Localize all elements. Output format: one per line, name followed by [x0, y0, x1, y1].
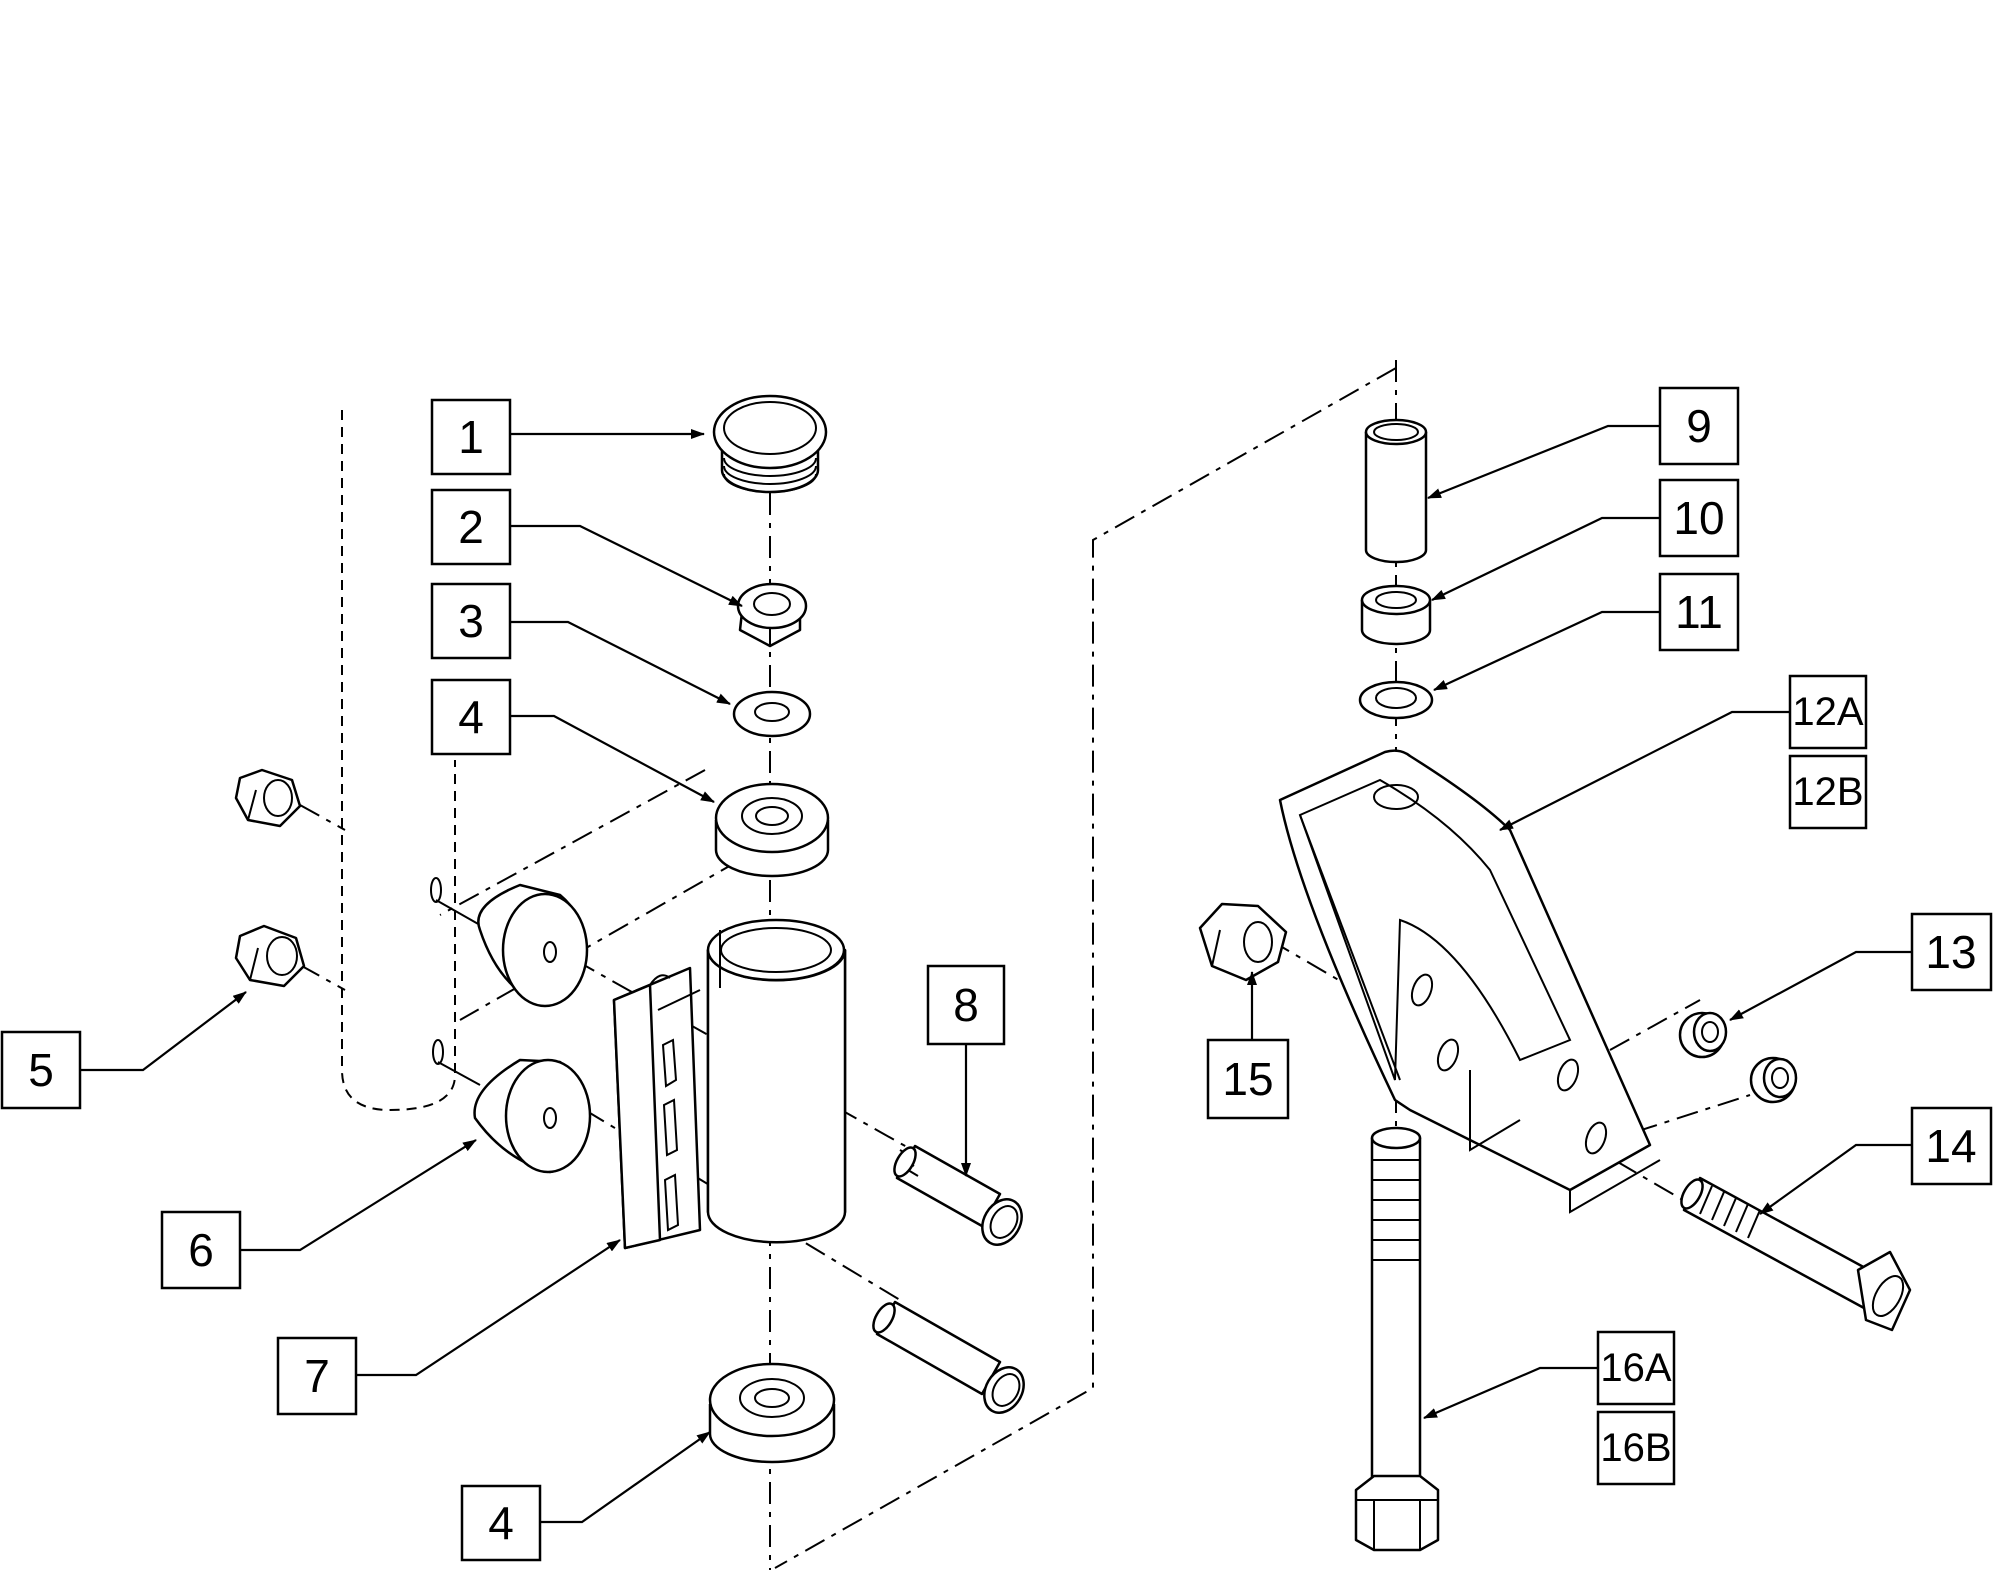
callout-3-label: 3: [458, 595, 484, 647]
callout-10: 10: [1658, 478, 1740, 558]
cotter-pin-upper: [430, 877, 481, 926]
cotter-pin-lower: [432, 1039, 481, 1086]
callout-8: 8: [926, 964, 1006, 1046]
callout-4-bottom-label: 4: [488, 1497, 514, 1549]
long-bolt-part: [1354, 1126, 1440, 1552]
hex-nut-right-part: [1198, 902, 1288, 982]
washer-part: [732, 690, 812, 738]
callout-12a: 12A: [1788, 674, 1868, 750]
callout-16b: 16B: [1596, 1410, 1676, 1486]
callout-16a: 16A: [1596, 1330, 1676, 1406]
callout-5-label: 5: [28, 1044, 54, 1096]
fork-bracket-part: [1278, 749, 1661, 1214]
callout-16b-label: 16B: [1600, 1426, 1671, 1470]
callout-8-label: 8: [953, 979, 979, 1031]
callout-11: 11: [1658, 572, 1740, 652]
callout-16a-label: 16A: [1600, 1346, 1671, 1390]
hex-nut-lower-part: [234, 924, 306, 988]
callout-6-label: 6: [188, 1224, 214, 1276]
callout-2-label: 2: [458, 501, 484, 553]
callout-9-label: 9: [1686, 400, 1712, 452]
shoulder-bolt-lower-part: [872, 1300, 1025, 1414]
callout-3: 3: [430, 582, 512, 660]
callout-2: 2: [430, 488, 512, 566]
lock-nut-part: [736, 582, 808, 648]
callout-7: 7: [276, 1336, 358, 1416]
callout-11-label: 11: [1675, 586, 1723, 638]
callout-1: 1: [430, 398, 512, 476]
callout-5: 5: [0, 1030, 82, 1110]
bearing-bottom-part: [708, 1362, 836, 1464]
callout-12b: 12B: [1788, 754, 1868, 830]
hex-nut-upper-part: [234, 768, 302, 828]
threaded-bolt-part: [1680, 1176, 1912, 1332]
washer-right-part: [1358, 680, 1434, 720]
callout-7-label: 7: [304, 1350, 330, 1402]
small-spacer-lower-part: [1749, 1056, 1798, 1104]
callout-12a-label: 12A: [1792, 690, 1863, 734]
callout-4-top-label: 4: [458, 691, 484, 743]
sleeve-part: [1364, 418, 1428, 564]
shoulder-bolt-upper-part: [893, 1144, 1023, 1246]
callout-13: 13: [1910, 912, 1993, 992]
callout-1-label: 1: [458, 411, 484, 463]
callout-12b-label: 12B: [1792, 770, 1863, 814]
callout-6: 6: [160, 1210, 242, 1290]
callout-15-label: 15: [1222, 1053, 1273, 1105]
small-spacer-upper-part: [1678, 1011, 1728, 1059]
spacer-part: [1360, 584, 1432, 646]
callout-14-label: 14: [1925, 1120, 1976, 1172]
cap-plug-part: [712, 394, 828, 494]
callout-4-top: 4: [430, 678, 512, 756]
callout-15: 15: [1206, 1038, 1290, 1120]
callout-9: 9: [1658, 386, 1740, 466]
callout-14: 14: [1910, 1106, 1993, 1186]
callout-4-bottom: 4: [460, 1484, 542, 1562]
bumper-upper-part: [477, 883, 589, 1008]
callout-10-label: 10: [1673, 492, 1724, 544]
bumper-lower-part: [473, 1058, 592, 1174]
pivot-bracket-part: [612, 918, 847, 1250]
callout-13-label: 13: [1925, 926, 1976, 978]
bearing-top-part: [714, 782, 830, 878]
